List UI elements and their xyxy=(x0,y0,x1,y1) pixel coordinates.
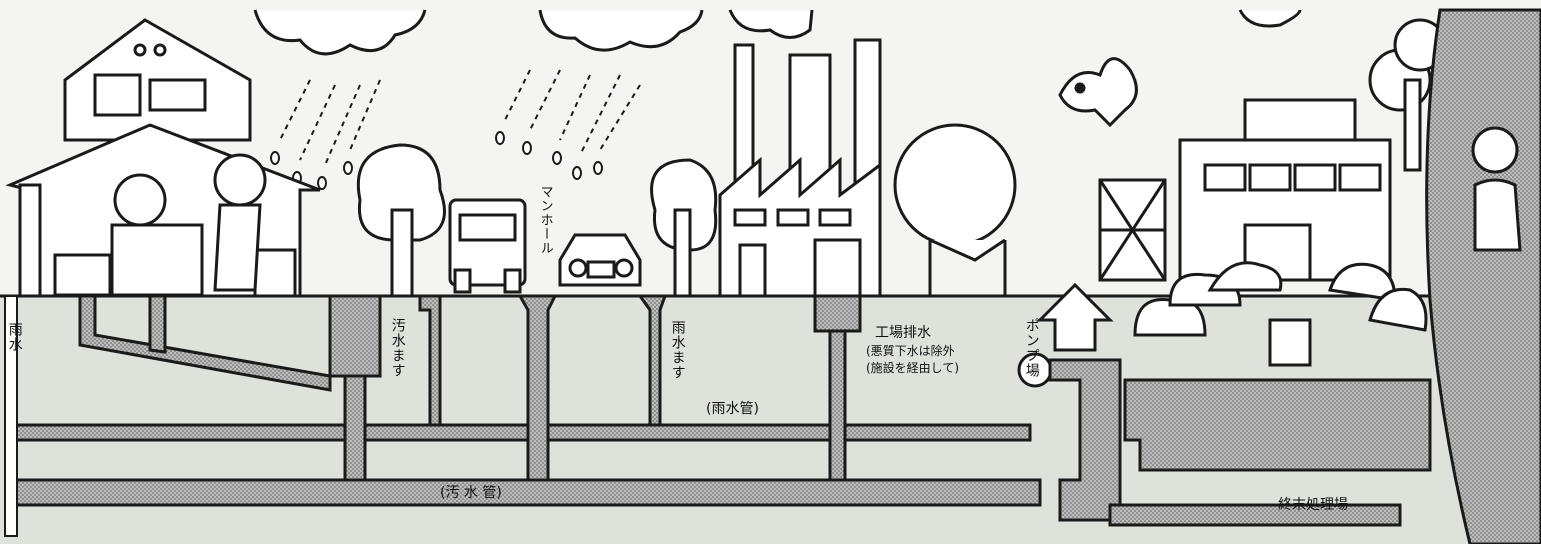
storm-pipe xyxy=(8,423,1032,442)
label-sewage-pipe: (汚 水 管) xyxy=(440,485,502,501)
child-icon xyxy=(1471,126,1522,252)
people-icon xyxy=(113,153,267,292)
label-pump-station: ポンプ場 xyxy=(1023,318,1040,378)
label-factory-drain: 工場排水 xyxy=(875,325,931,341)
cloud-left-icon xyxy=(253,9,427,56)
label-factory-note-1: (悪質下水は除外 xyxy=(866,344,955,358)
label-manhole: マンホール xyxy=(537,185,553,255)
label-sewage-basin: 汚水ます xyxy=(389,318,406,378)
pump-house-icon xyxy=(1036,282,1114,352)
pipe-network xyxy=(8,282,1432,527)
treatment-building-icon xyxy=(1098,98,1392,282)
factory-icon xyxy=(650,38,1017,298)
truck-icon xyxy=(448,198,527,294)
left-edge-pipe xyxy=(4,295,18,537)
cloud-middle-icon xyxy=(538,9,704,52)
label-factory-note-2: (施設を経由して) xyxy=(866,361,960,375)
bird-icon xyxy=(1058,57,1138,128)
raindrop-icon xyxy=(270,131,603,190)
sewer-main-pipe xyxy=(8,478,1042,507)
treatment-tank xyxy=(1123,378,1432,472)
car-icon xyxy=(558,233,642,287)
manhole-shaft xyxy=(517,294,558,482)
label-treatment-plant: 終末処理場 xyxy=(1278,497,1348,513)
sewage-basin xyxy=(328,294,382,378)
cloud-right-icon xyxy=(728,9,1302,39)
rain-icon xyxy=(279,69,641,166)
label-storm-pipe: (雨水管) xyxy=(706,401,759,417)
label-rain-basin: 雨水ます xyxy=(669,320,686,380)
treatment-domes-icon xyxy=(1133,261,1428,367)
label-rain-water: 雨水 xyxy=(6,322,23,352)
tree-icon xyxy=(356,143,446,298)
